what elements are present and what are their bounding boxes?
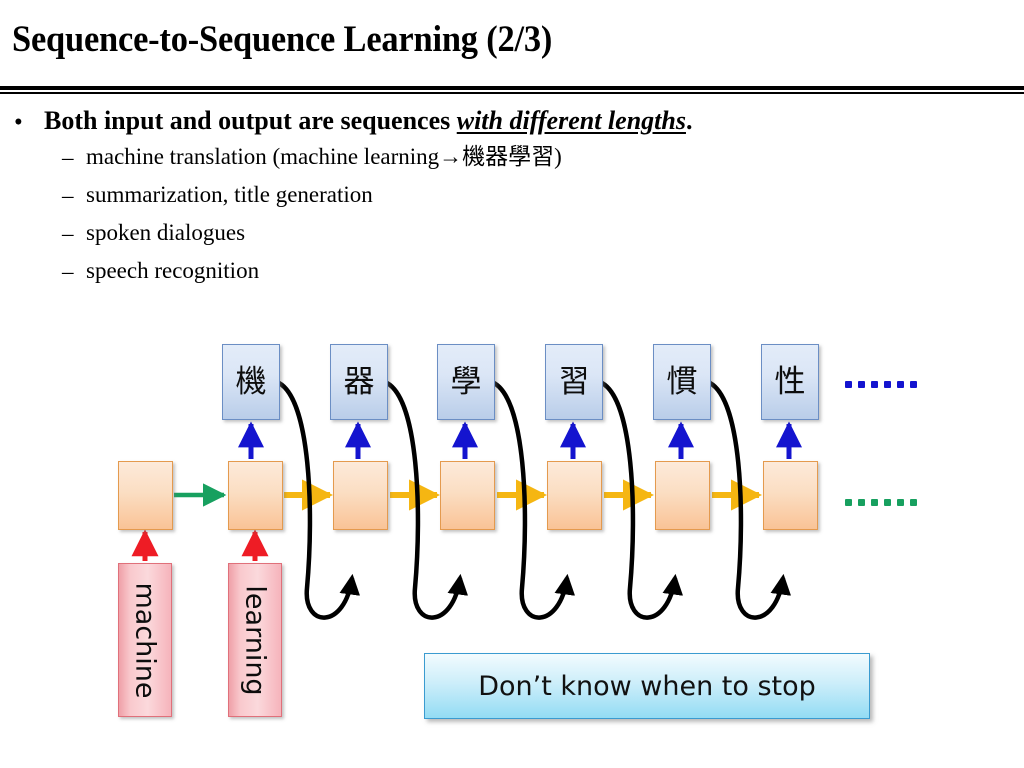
sub-bullet-dash-icon: –	[62, 145, 74, 170]
rnn-box-2[interactable]	[228, 461, 283, 530]
output-box-6[interactable]: 性	[761, 344, 819, 420]
bullet-text-emphasis: with different lengths	[456, 106, 686, 135]
sub-bullet-dash-icon: –	[62, 221, 74, 246]
rnn-box-7[interactable]	[763, 461, 818, 530]
rnn-box-1[interactable]	[118, 461, 173, 530]
sub-bullet-label: machine translation (machine learning→機器…	[86, 144, 562, 169]
slide-header: Sequence-to-Sequence Learning (2/3)	[0, 0, 1024, 100]
rnn-box-4[interactable]	[440, 461, 495, 530]
arrow-input-red	[131, 529, 269, 561]
input-box-1[interactable]: machine	[118, 563, 172, 717]
title-divider-thick	[0, 86, 1024, 90]
bullet-marker-icon: •	[14, 109, 23, 136]
output-box-label: 性	[774, 363, 806, 400]
output-box-label: 學	[450, 363, 482, 400]
sub-bullet-item: – speech recognition	[0, 256, 1024, 294]
bullet-text-plain: Both input and output are sequences	[44, 106, 457, 135]
sub-bullet-item: – machine translation (machine learning→…	[0, 142, 1024, 180]
sub-bullet-item: – spoken dialogues	[0, 218, 1024, 256]
arrow-feedback-black	[277, 381, 792, 620]
input-box-2[interactable]: learning	[228, 563, 282, 717]
output-box-1[interactable]: 機	[222, 344, 280, 420]
output-box-3[interactable]: 學	[437, 344, 495, 420]
bullet-list: • Both input and output are sequences wi…	[0, 104, 1024, 294]
input-box-label: learning	[239, 584, 271, 696]
output-box-2[interactable]: 器	[330, 344, 388, 420]
arrow-output-blue	[238, 421, 802, 459]
sub-bullet-label: speech recognition	[86, 258, 260, 283]
callout-box[interactable]: Don’t know when to stop	[424, 653, 870, 719]
page-title: Sequence-to-Sequence Learning (2/3)	[12, 19, 553, 60]
sub-bullet-dash-icon: –	[62, 259, 74, 284]
output-box-label: 慣	[666, 363, 698, 400]
sub-bullet-dash-icon: –	[62, 183, 74, 208]
sub-bullet-label: summarization, title generation	[86, 182, 373, 207]
title-divider-thin	[0, 92, 1024, 94]
output-box-label: 機	[235, 363, 267, 400]
rnn-box-5[interactable]	[547, 461, 602, 530]
ellipsis-bottom-icon	[845, 499, 917, 506]
rnn-box-6[interactable]	[655, 461, 710, 530]
bullet-item: • Both input and output are sequences wi…	[0, 104, 1024, 142]
bullet-text-tail: .	[685, 106, 693, 135]
input-box-label: machine	[129, 581, 161, 699]
rnn-box-3[interactable]	[333, 461, 388, 530]
output-box-label: 器	[343, 363, 375, 400]
bullet-item-label: Both input and output are sequences with…	[44, 104, 692, 137]
ellipsis-top-icon	[845, 381, 917, 388]
output-box-4[interactable]: 習	[545, 344, 603, 420]
sub-bullet-label: spoken dialogues	[86, 220, 246, 245]
callout-label: Don’t know when to stop	[478, 670, 816, 702]
sub-bullet-item: – summarization, title generation	[0, 180, 1024, 218]
output-box-label: 習	[558, 363, 590, 400]
output-box-5[interactable]: 慣	[653, 344, 711, 420]
